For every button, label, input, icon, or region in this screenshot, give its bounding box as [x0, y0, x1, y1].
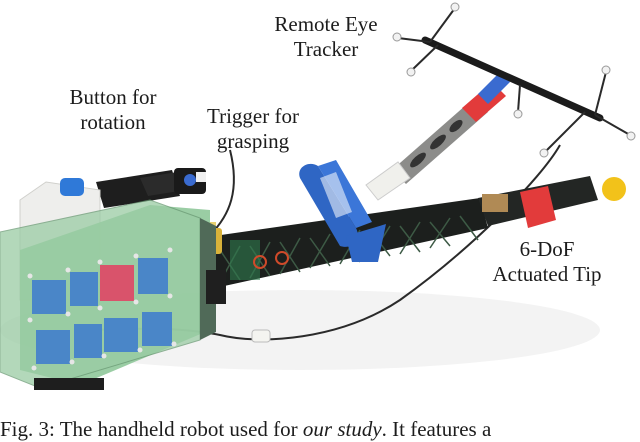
blue-handle-base [346, 224, 386, 262]
caption-prefix: Fig. 3: The handheld robot used for [0, 417, 303, 441]
shaft-coil [253, 255, 267, 269]
label-button-for-rotation: Button for rotation [44, 85, 182, 135]
tip-gold-mount [482, 194, 508, 212]
rotation-button-switch [196, 172, 206, 182]
shaft-green-section [230, 240, 260, 280]
label-remote-eye-tracker: Remote Eye Tracker [262, 12, 390, 62]
label-line: Trigger for [207, 104, 299, 128]
rotation-button [184, 174, 196, 186]
tracker-markers [392, 2, 636, 158]
label-line: Actuated Tip [492, 262, 602, 286]
label-line: grasping [216, 129, 290, 153]
tip-red-joint [520, 186, 556, 228]
blue-connector [60, 178, 84, 196]
tracker-marker-rods [397, 7, 631, 153]
robot-figure: Remote Eye Tracker Button for rotation T… [0, 2, 636, 390]
figure-caption: Fig. 3: The handheld robot used for our … [0, 417, 640, 442]
shaft-coil [275, 251, 289, 265]
arm-blue-mount [478, 72, 510, 104]
tracker-bar [421, 36, 604, 122]
label-line: 6-DoF [519, 237, 575, 261]
tip-ball [602, 177, 626, 201]
shaft-mount [206, 270, 226, 304]
robot-photo [0, 2, 636, 390]
label-actuated-tip: 6-DoF Actuated Tip [478, 237, 616, 287]
body-blocks [32, 258, 172, 364]
label-trigger-for-grasping: Trigger for grasping [196, 104, 310, 154]
label-line: Remote Eye [274, 12, 378, 36]
label-line: rotation [80, 110, 146, 134]
body-bottom-rail [34, 378, 104, 390]
caption-emphasis: our study [302, 417, 382, 441]
body-screws [27, 247, 177, 371]
cable-clip [251, 329, 271, 343]
label-line: Button for [69, 85, 157, 109]
blue-handle-cutout [320, 172, 352, 218]
caption-suffix: . It features a [381, 417, 492, 441]
tracker-arm-holes [410, 119, 463, 168]
arm-white-coupler [365, 161, 411, 201]
label-line: Tracker [293, 37, 359, 61]
blue-handle [299, 163, 358, 247]
